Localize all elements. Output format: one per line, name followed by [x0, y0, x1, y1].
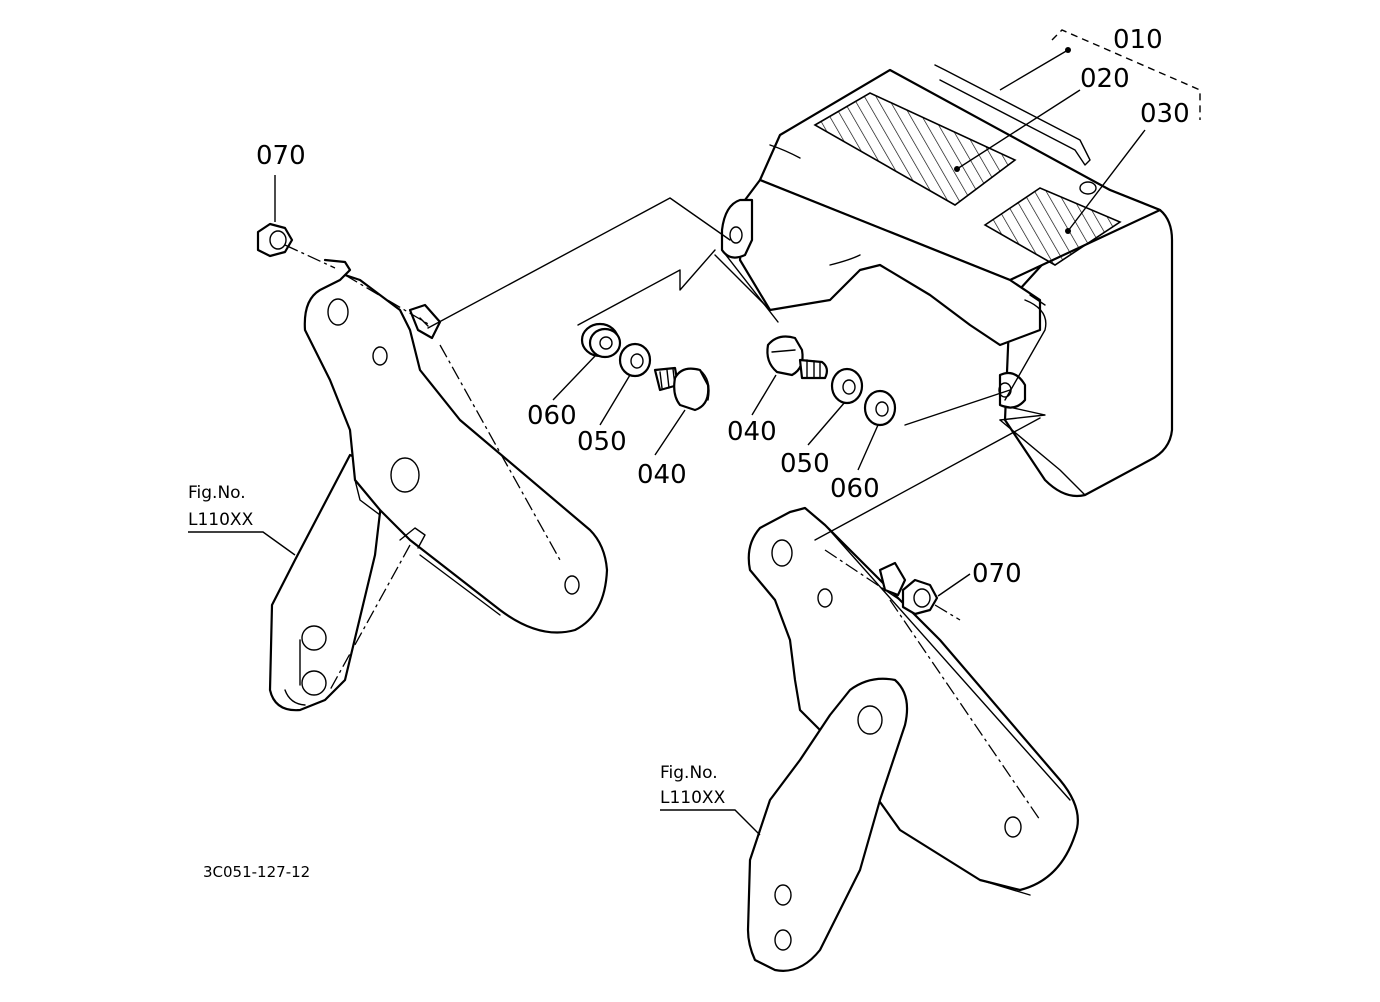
- drawing-code: 3C051-127-12: [203, 863, 310, 881]
- fig-ref-left-line1: Fig.No.: [188, 483, 246, 503]
- washer-050-right: [830, 367, 864, 405]
- callout-050-left: 050: [577, 427, 627, 457]
- callout-040-right: 040: [727, 417, 777, 447]
- fig-ref-right-line2: L110XX: [660, 788, 726, 808]
- callout-020: 020: [1080, 64, 1130, 94]
- callout-060-left: 060: [527, 401, 577, 431]
- callout-070-right: 070: [972, 559, 1022, 589]
- fig-ref-right-line1: Fig.No.: [660, 763, 718, 783]
- nut-070-left: [256, 222, 294, 258]
- callout-010: 010: [1113, 25, 1163, 55]
- assembly-lines: [284, 197, 1046, 821]
- decal-030: [983, 187, 1122, 266]
- fig-ref-left-line2: L110XX: [188, 510, 254, 530]
- callout-040-left: 040: [637, 460, 687, 490]
- nut-070-right: [901, 578, 939, 616]
- washer-060-right: [863, 389, 897, 427]
- washer-060-left: [580, 322, 622, 359]
- right-bracket: [746, 506, 1079, 972]
- callout-060-right: 060: [830, 474, 880, 504]
- bolt-040-left: [653, 366, 710, 412]
- callout-050-right: 050: [780, 449, 830, 479]
- left-bracket: [268, 258, 609, 712]
- washer-050-left: [618, 342, 652, 378]
- bolt-040-right: [766, 335, 829, 380]
- leader-lines: [188, 29, 1201, 836]
- callout-070-left: 070: [256, 141, 306, 171]
- decal-020: [813, 92, 1017, 206]
- callout-030: 030: [1140, 99, 1190, 129]
- cover-010: [714, 47, 1174, 498]
